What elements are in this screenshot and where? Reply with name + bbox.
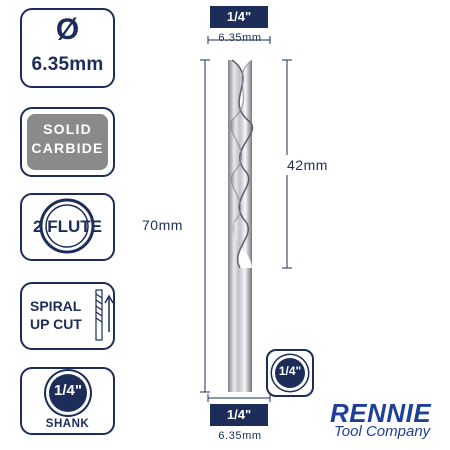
top-diameter-box: 1/4" <box>210 6 268 28</box>
solid-carbide-badge: SOLID CARBIDE <box>20 107 115 177</box>
tool-flutes <box>228 59 254 269</box>
material-line1: SOLID <box>43 121 92 137</box>
diameter-badge: Ø 6.35mm <box>20 8 115 88</box>
tool-shank <box>228 268 252 392</box>
shank-icon-frame <box>266 349 314 397</box>
diameter-symbol: Ø <box>55 13 80 46</box>
spiral-bit-icon <box>95 289 114 341</box>
brand-logo-tagline: Tool Company <box>334 423 431 440</box>
spiral-up-cut-badge: SPIRAL UP CUT <box>20 282 115 350</box>
flute-label: 2 FLUTE <box>33 217 102 236</box>
bottom-shank-box: 1/4" <box>210 404 268 426</box>
carbide-plate <box>27 114 108 170</box>
top-diameter-metric: 6.35mm <box>218 32 262 44</box>
cut-line2: UP CUT <box>30 316 82 332</box>
cut-line1: SPIRAL <box>30 298 82 314</box>
overall-length-label: 70mm <box>138 215 187 235</box>
shank-circle-icon <box>49 374 87 412</box>
shank-fraction: 1/4" <box>54 382 82 399</box>
diameter-value: 6.35mm <box>31 54 104 75</box>
shank-label: SHANK <box>45 418 90 430</box>
flute-ring-icon <box>39 198 95 254</box>
shank-size-icon <box>275 358 305 388</box>
cut-length-label: 42mm <box>283 155 332 175</box>
bottom-shank-metric: 6.35mm <box>218 430 262 442</box>
brand-logo-name: RENNIE <box>330 398 432 428</box>
material-line2: CARBIDE <box>31 140 104 156</box>
flute-badge: 2 FLUTE <box>20 193 115 261</box>
shank-size-fraction: 1/4" <box>278 364 302 378</box>
shank-badge: 1/4" SHANK <box>20 367 115 435</box>
